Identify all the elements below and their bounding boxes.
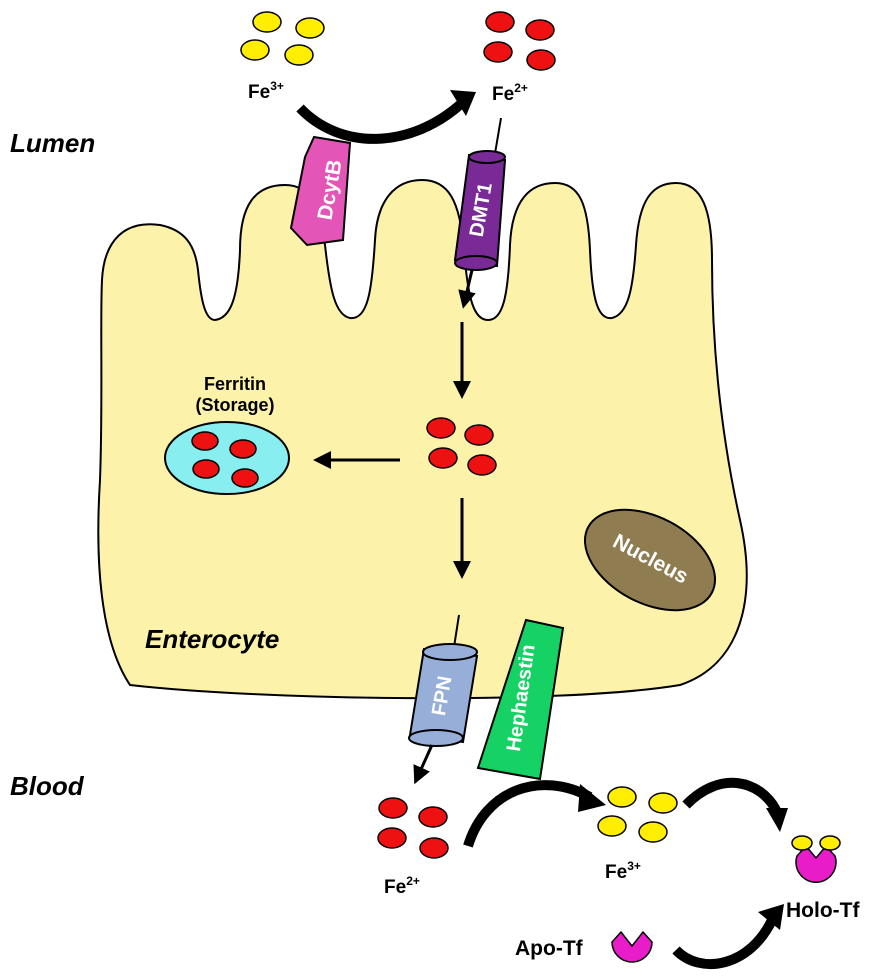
ferritin-particle <box>164 421 290 495</box>
ferric-label-lumen: Fe3+ <box>248 79 284 103</box>
fpn-exit-arrow <box>413 744 434 785</box>
apo-tf-label: Apo-Tf <box>515 937 584 960</box>
ferrous-iron-lumen <box>483 11 556 71</box>
ferrous-label-blood: Fe2+ <box>384 874 420 898</box>
lumen-label: Lumen <box>10 128 95 158</box>
oxidation-arrow-head <box>578 784 606 812</box>
enterocyte-cell <box>97 178 748 700</box>
ferritin-storage-label: (Storage) <box>195 395 274 415</box>
blood-label: Blood <box>10 771 85 801</box>
ferrous-iron-cytosol <box>426 417 497 476</box>
binding-arrow <box>682 777 781 813</box>
apo-transferrin <box>611 930 653 963</box>
holo-transferrin <box>791 835 841 883</box>
holo-tf-label: Holo-Tf <box>786 899 860 922</box>
apo-to-holo-arrow-head <box>758 904 784 930</box>
ferritin-label: Ferritin <box>204 374 266 394</box>
ferrous-label-lumen: Fe2+ <box>492 81 528 105</box>
oxidation-arrow <box>463 780 593 848</box>
ferric-label-blood: Fe3+ <box>605 859 641 883</box>
fpn-protein: FPN <box>408 643 479 747</box>
binding-arrow-head <box>766 808 788 832</box>
dmt1-exit-arrow <box>458 269 476 309</box>
reduction-arrow-head <box>450 90 476 116</box>
ferrous-iron-blood <box>377 797 449 859</box>
apo-to-holo-arrow <box>672 915 778 969</box>
nucleus: Nucleus <box>583 508 717 612</box>
enterocyte-label: Enterocyte <box>145 624 279 654</box>
ferric-iron-blood <box>597 786 678 843</box>
ferric-iron-lumen <box>240 11 325 66</box>
reduction-arrow <box>296 99 466 144</box>
dcytb-protein: DcytB <box>289 135 352 247</box>
dmt1-protein: DMT1 <box>453 150 507 271</box>
